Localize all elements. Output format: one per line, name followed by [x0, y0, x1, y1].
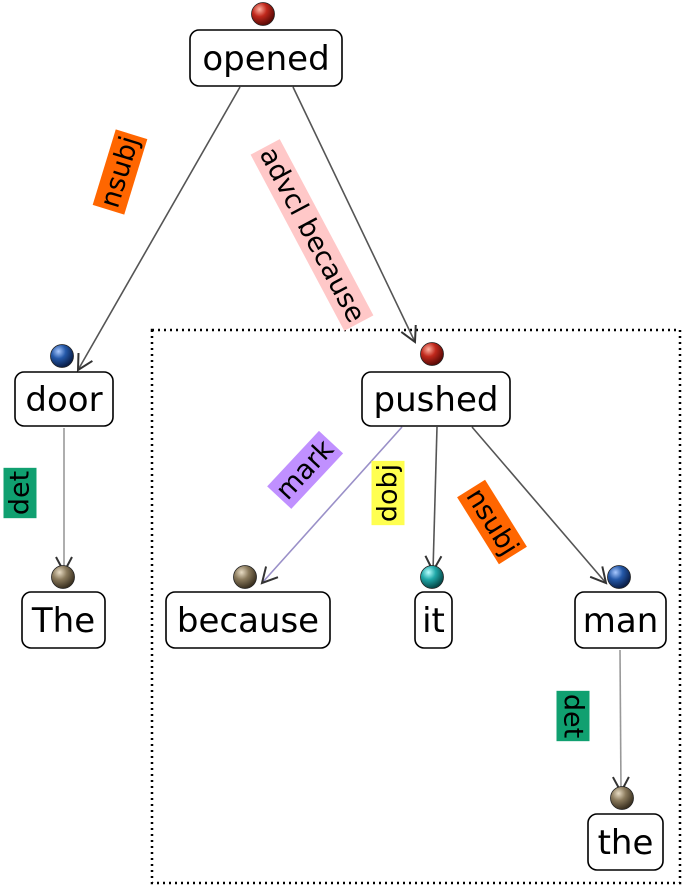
edge-label-background	[3, 467, 37, 519]
edge-det-man-the: det	[556, 649, 630, 795]
edge-label-det-door-the: det	[3, 467, 37, 519]
arrowhead-icon	[76, 352, 93, 372]
node-box	[414, 591, 453, 649]
brown-ball-icon	[233, 565, 257, 589]
edge-label-advcl-opened-pushed: advcl because	[250, 139, 374, 331]
arrowhead-icon	[260, 566, 279, 585]
edge-label-det-man-the: det	[556, 690, 590, 742]
edge-nsubj-opened-door: nsubj	[76, 86, 241, 372]
red-ball-icon	[251, 2, 275, 26]
edge-label-mark-pushed-because: mark	[267, 430, 344, 509]
edge-label-nsubj-pushed-man: nsubj	[457, 479, 527, 565]
edge-label-background	[556, 690, 590, 742]
node-box	[165, 591, 331, 649]
node-box	[189, 29, 343, 87]
edge-label-text: advcl because	[253, 142, 371, 327]
node-pushed[interactable]: pushed	[361, 342, 511, 427]
edge-det-door-the: det	[3, 428, 73, 575]
edge-label-dobj-pushed-it: dobj	[371, 460, 405, 526]
node-label: door	[25, 380, 102, 420]
edge-label-background	[371, 460, 405, 526]
edge-label-text: det	[558, 694, 589, 738]
node-label: it	[422, 601, 445, 641]
brown-ball-icon	[51, 565, 75, 589]
node-label: pushed	[374, 380, 499, 420]
node-the_low[interactable]: the	[587, 786, 664, 871]
edge-line	[292, 86, 416, 343]
node-box	[361, 371, 511, 427]
node-label: opened	[202, 39, 329, 79]
node-the_cap[interactable]: The	[21, 565, 106, 649]
node-man[interactable]: man	[574, 565, 667, 649]
brown-ball-icon	[610, 786, 634, 810]
edge-line	[77, 86, 241, 371]
edge-label-background	[250, 139, 374, 331]
node-label: because	[177, 601, 319, 641]
red-ball-icon	[420, 342, 444, 366]
edge-label-background	[92, 129, 148, 215]
edge-line	[432, 426, 438, 572]
node-box	[21, 591, 106, 649]
node-opened[interactable]: opened	[189, 2, 343, 87]
edge-advcl-opened-pushed: advcl because	[250, 86, 417, 344]
edge-label-text: nsubj	[95, 133, 146, 212]
edge-line	[619, 649, 622, 793]
edge-nsubj-pushed-man: nsubj	[457, 426, 608, 585]
node-it[interactable]: it	[414, 565, 453, 649]
teal-ball-icon	[420, 565, 444, 589]
edge-label-nsubj-opened-door: nsubj	[92, 129, 148, 215]
edge-label-text: det	[5, 471, 36, 515]
blue-ball-icon	[50, 344, 74, 368]
edge-label-text: dobj	[373, 464, 404, 522]
node-door[interactable]: door	[14, 344, 114, 427]
node-because[interactable]: because	[165, 565, 331, 649]
edge-label-text: nsubj	[460, 483, 525, 561]
node-label: man	[583, 601, 659, 641]
node-box	[587, 813, 664, 871]
node-label: The	[31, 601, 95, 641]
node-box	[14, 371, 114, 427]
edge-label-background	[267, 430, 344, 509]
edge-line	[471, 426, 607, 584]
node-box	[574, 591, 667, 649]
blue-ball-icon	[607, 565, 631, 589]
edge-label-background	[457, 479, 527, 565]
edge-line	[261, 426, 403, 584]
arrowhead-icon	[589, 566, 608, 585]
arrowhead-icon	[400, 324, 417, 344]
node-label: the	[598, 823, 654, 863]
